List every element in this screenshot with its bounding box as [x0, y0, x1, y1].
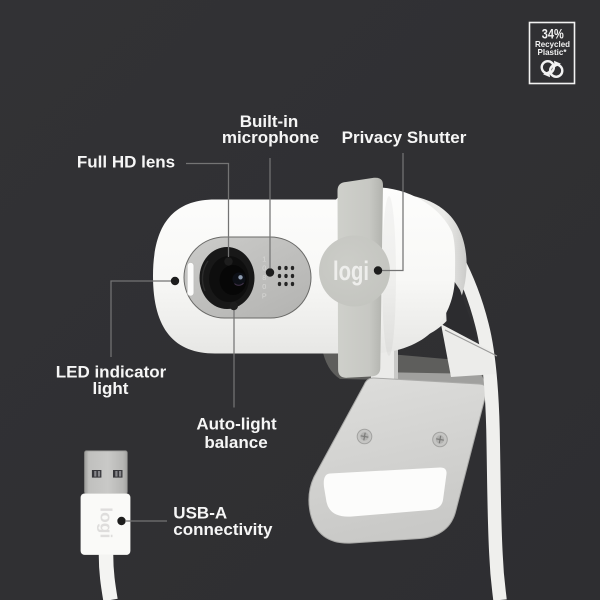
svg-text:34%: 34%: [542, 26, 564, 42]
svg-text:0: 0: [262, 264, 266, 273]
svg-text:Privacy Shutter: Privacy Shutter: [342, 128, 467, 147]
svg-text:microphone: microphone: [222, 128, 319, 147]
svg-text:8: 8: [262, 273, 266, 282]
svg-text:Auto-light: Auto-light: [196, 415, 277, 434]
svg-text:logi: logi: [333, 256, 369, 286]
svg-text:balance: balance: [204, 433, 267, 452]
svg-text:Plastic*: Plastic*: [538, 47, 568, 57]
svg-text:P: P: [262, 291, 267, 300]
svg-text:0: 0: [262, 282, 266, 291]
svg-text:light: light: [93, 379, 129, 398]
svg-text:1: 1: [262, 254, 266, 263]
svg-text:logi: logi: [97, 507, 116, 538]
svg-text:USB-A: USB-A: [173, 504, 227, 523]
svg-text:Built-in: Built-in: [240, 112, 299, 131]
svg-text:connectivity: connectivity: [173, 520, 273, 539]
svg-text:Recycled: Recycled: [535, 39, 570, 49]
svg-text:Full HD lens: Full HD lens: [77, 153, 175, 172]
svg-text:LED indicator: LED indicator: [56, 363, 167, 382]
